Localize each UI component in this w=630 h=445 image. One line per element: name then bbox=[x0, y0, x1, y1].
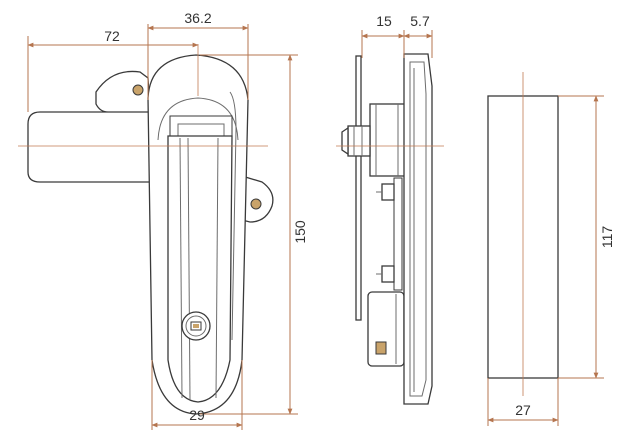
handle-arm bbox=[27, 70, 151, 183]
dim-36-2-label: 36.2 bbox=[184, 10, 211, 26]
upper-mount-hole bbox=[132, 84, 144, 96]
front-dimensions: 72 36.2 150 29 bbox=[27, 10, 308, 430]
lower-mount-hole bbox=[250, 198, 262, 210]
body-highlight bbox=[229, 91, 237, 341]
dim-5-7-label: 5.7 bbox=[410, 13, 430, 29]
dim-72-label: 72 bbox=[104, 28, 120, 44]
lever-groove-right bbox=[215, 137, 219, 399]
stud-upper bbox=[381, 183, 395, 201]
spindle bbox=[347, 125, 371, 157]
head-ring bbox=[157, 97, 239, 141]
lever-groove-left bbox=[179, 137, 183, 399]
handle-side-profile bbox=[403, 53, 433, 405]
lock-cylinder bbox=[367, 291, 405, 367]
lock-body bbox=[369, 103, 407, 177]
dim-150-label: 150 bbox=[292, 220, 308, 244]
mounting-plate bbox=[355, 55, 362, 321]
key-lock-inner bbox=[185, 315, 207, 337]
dim-29-label: 29 bbox=[189, 407, 205, 423]
side-dimensions: 15 5.7 bbox=[361, 13, 433, 58]
side-view bbox=[336, 53, 444, 405]
box-dimensions: 117 27 bbox=[487, 95, 615, 426]
front-view bbox=[18, 44, 274, 415]
dim-117-label: 117 bbox=[599, 226, 615, 249]
lever-groove-mid bbox=[187, 137, 191, 401]
dim-27-label: 27 bbox=[515, 402, 531, 418]
box-view bbox=[487, 72, 559, 396]
lever bbox=[167, 135, 233, 403]
stud-lower bbox=[381, 265, 395, 283]
dim-15-label: 15 bbox=[376, 13, 392, 29]
